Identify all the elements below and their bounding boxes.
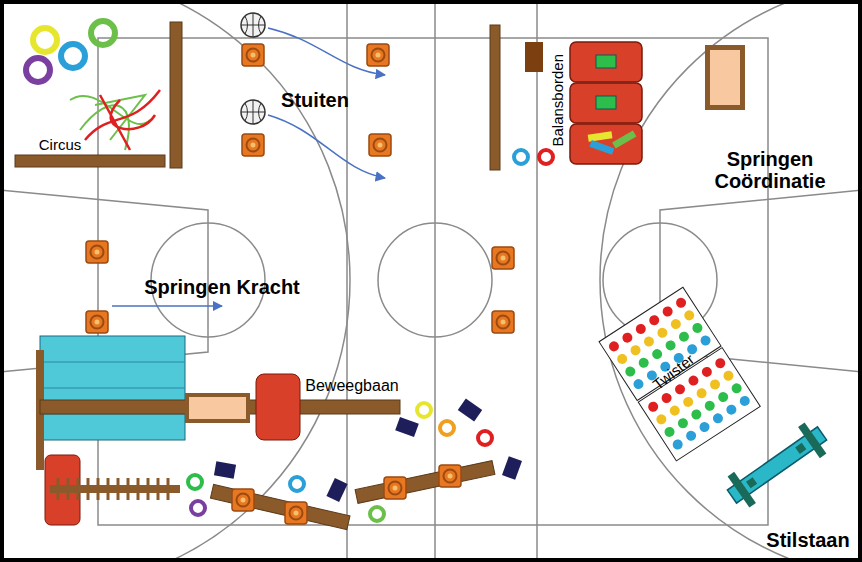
station-label: Springen Kracht <box>144 276 300 298</box>
station-label: Stilstaan <box>766 529 849 551</box>
station-label: Balansborden <box>550 54 567 147</box>
station-label: Beweegbaan <box>305 377 398 395</box>
station-label: Circus <box>39 137 82 154</box>
station-label: Stuiten <box>281 89 349 111</box>
station-label: Springen Coördinatie <box>705 148 835 192</box>
rings <box>26 21 115 82</box>
